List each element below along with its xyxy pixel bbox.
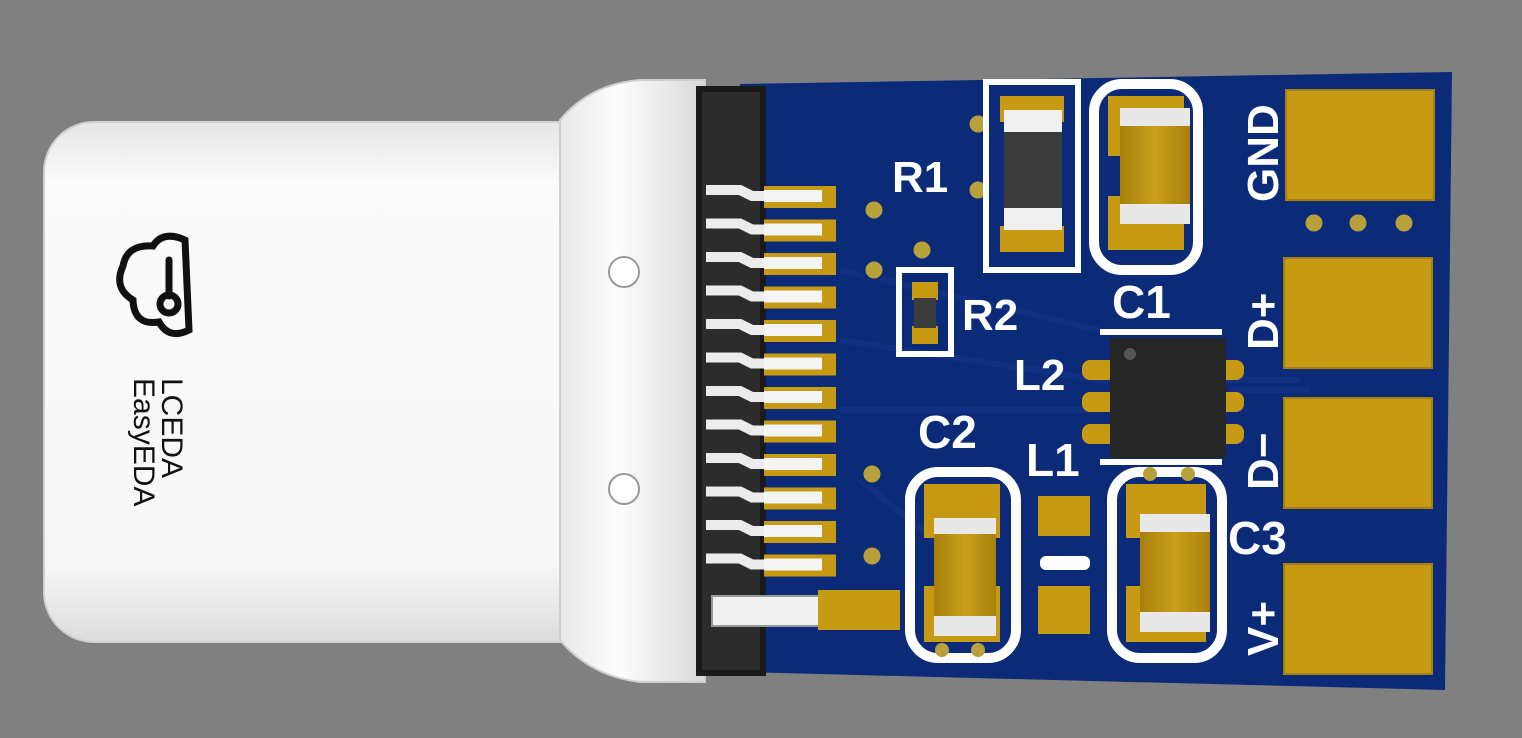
brand-easyeda: EasyEDA xyxy=(127,378,160,506)
label-l1: L1 xyxy=(1026,434,1080,486)
capacitor-c2 xyxy=(905,467,1021,663)
pin-contact xyxy=(764,558,822,571)
connector-pins xyxy=(706,185,836,577)
pin-contact xyxy=(764,324,822,336)
label-r1: R1 xyxy=(892,153,948,202)
pin-lead xyxy=(706,285,770,302)
label-c2: C2 xyxy=(918,406,977,458)
pad-dplus xyxy=(1283,257,1433,369)
resistor-r1 xyxy=(983,79,1081,273)
label-dminus: D− xyxy=(1239,433,1288,490)
capacitor-c1 xyxy=(1089,79,1203,275)
pin-contact xyxy=(764,391,822,403)
pin-lead xyxy=(706,185,770,201)
pin-contact xyxy=(764,491,822,504)
capacitor-c3 xyxy=(1107,467,1227,663)
mount-hole-top xyxy=(608,256,640,288)
pin-lead xyxy=(706,553,770,570)
pin-lead xyxy=(706,352,770,369)
label-gnd: GND xyxy=(1239,104,1288,202)
pad-dminus xyxy=(1283,397,1433,509)
pin-contact xyxy=(764,223,822,236)
pin-contact xyxy=(764,525,822,537)
pin-contact xyxy=(764,190,822,202)
label-vplus: V+ xyxy=(1239,601,1288,656)
inductor-l1 xyxy=(1038,496,1090,634)
label-dplus: D+ xyxy=(1239,293,1288,350)
output-pads xyxy=(1283,89,1435,675)
pin-lead xyxy=(706,486,770,503)
usb-c-connector: LCEDA EasyEDA xyxy=(43,79,766,683)
pin-contact xyxy=(764,290,822,303)
pin-lead xyxy=(706,252,770,268)
brand-lceda: LCEDA xyxy=(155,378,188,478)
pin-contact xyxy=(764,257,822,269)
cloud-key-icon xyxy=(116,232,193,338)
resistor-r2 xyxy=(896,267,954,357)
pin-lead xyxy=(706,453,770,469)
pin-contact xyxy=(764,424,822,437)
pad-gnd xyxy=(1285,89,1435,201)
mount-hole-bottom xyxy=(608,473,640,505)
label-c3: C3 xyxy=(1228,512,1287,564)
pin-lead xyxy=(706,419,770,436)
shield-pad xyxy=(818,590,900,630)
label-r2: R2 xyxy=(962,291,1018,340)
pad-vplus xyxy=(1283,563,1433,675)
label-l2: L2 xyxy=(1014,351,1065,400)
pin-lead xyxy=(706,319,770,335)
pin-lead xyxy=(706,520,770,536)
pin-lead xyxy=(706,218,770,235)
pin-lead xyxy=(706,386,770,402)
label-c1: C1 xyxy=(1112,276,1171,328)
pin-contact xyxy=(764,357,822,370)
ic-l2 xyxy=(1082,329,1244,465)
shield-tab xyxy=(711,595,823,627)
pin-contact xyxy=(764,458,822,470)
